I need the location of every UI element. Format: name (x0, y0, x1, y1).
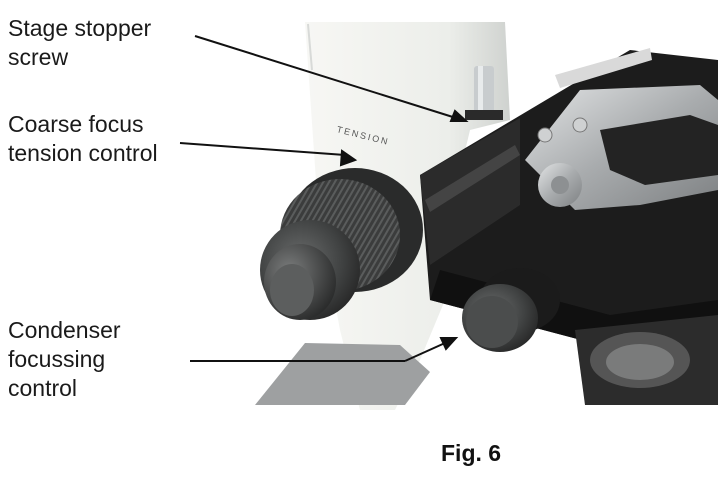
stage-stopper-screw (465, 66, 503, 120)
arrowhead-condenser (439, 337, 459, 351)
leader-coarse-focus (179, 142, 346, 156)
leader-condenser-slant (404, 342, 446, 362)
stand-base (575, 315, 718, 405)
base-shadow (255, 343, 430, 405)
figure-caption: Fig. 6 (441, 440, 502, 466)
arrowhead-stage-stopper (449, 109, 469, 122)
leader-lines (179, 35, 469, 362)
coarse-focus-knob (260, 168, 423, 320)
leader-stage-stopper (194, 35, 457, 119)
label-coarse-focus-tension: Coarse focus tension control (8, 111, 158, 166)
label-condenser-focussing: Condenser focussing control (8, 317, 121, 401)
arrowhead-coarse-focus (339, 149, 358, 167)
label-stage-stopper-screw: Stage stopper screw (8, 15, 152, 70)
condenser-focus-knob (462, 268, 560, 352)
